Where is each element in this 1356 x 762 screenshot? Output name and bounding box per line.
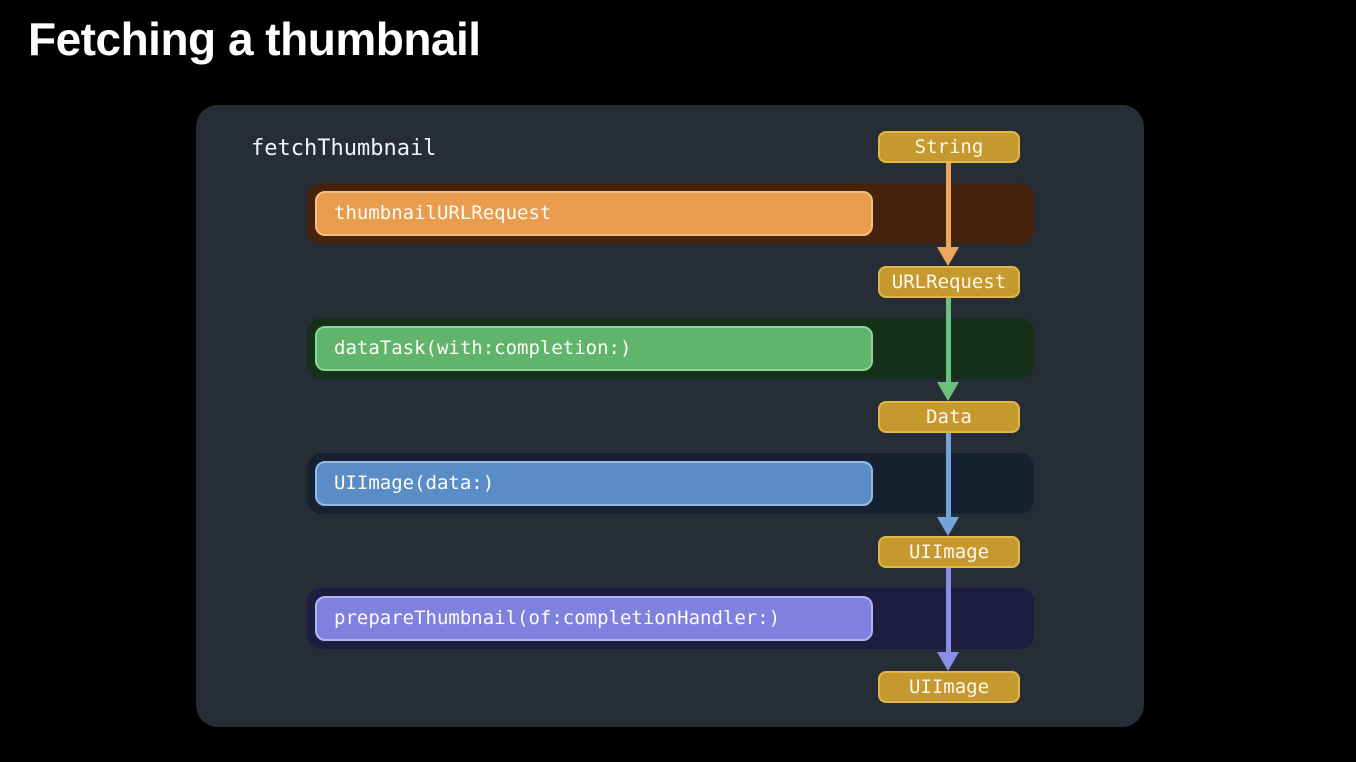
arrowhead-down-icon — [937, 652, 959, 671]
type-badge-label: URLRequest — [891, 271, 1007, 293]
step-bar-prepare-thumbnail: prepareThumbnail(of:completionHandler:) — [315, 596, 873, 641]
step-bar-thumbnail-url-request: thumbnailURLRequest — [315, 191, 873, 236]
flow-arrow-data-to-uiimage — [937, 433, 959, 536]
flow-arrow-urlrequest-to-data — [937, 298, 959, 401]
type-badge-label: String — [914, 136, 984, 158]
step-track-prepare-thumbnail: prepareThumbnail(of:completionHandler:) — [307, 588, 1034, 649]
step-track-thumbnail-url-request: thumbnailURLRequest — [307, 183, 1034, 244]
step-bar-label: thumbnailURLRequest — [334, 202, 552, 224]
arrow-line — [945, 298, 951, 385]
type-badge-uiimage-2: UIImage — [878, 671, 1020, 703]
step-bar-label: dataTask(with:completion:) — [334, 337, 632, 359]
step-bar-uiimage-data: UIImage(data:) — [315, 461, 873, 506]
flow-arrow-uiimage-to-uiimage — [937, 568, 959, 671]
arrow-line — [945, 433, 951, 520]
arrow-line — [945, 163, 951, 250]
arrowhead-down-icon — [937, 247, 959, 266]
step-bar-data-task: dataTask(with:completion:) — [315, 326, 873, 371]
flow-arrow-string-to-urlrequest — [937, 163, 959, 266]
arrowhead-down-icon — [937, 517, 959, 536]
step-track-data-task: dataTask(with:completion:) — [307, 318, 1034, 379]
flow-panel: fetchThumbnail thumbnailURLRequest dataT… — [196, 105, 1144, 727]
type-badge-label: UIImage — [908, 541, 990, 563]
type-badge-string: String — [878, 131, 1020, 163]
arrow-line — [945, 568, 951, 655]
arrowhead-down-icon — [937, 382, 959, 401]
step-bar-label: prepareThumbnail(of:completionHandler:) — [334, 607, 781, 629]
type-badge-label: Data — [926, 406, 972, 428]
type-badge-data: Data — [878, 401, 1020, 433]
step-bar-label: UIImage(data:) — [334, 472, 495, 494]
slide-title: Fetching a thumbnail — [28, 13, 481, 65]
type-badge-label: UIImage — [908, 676, 990, 698]
type-badge-uiimage-1: UIImage — [878, 536, 1020, 568]
step-track-uiimage-data: UIImage(data:) — [307, 453, 1034, 514]
type-badge-urlrequest: URLRequest — [878, 266, 1020, 298]
function-name-label: fetchThumbnail — [251, 136, 437, 161]
